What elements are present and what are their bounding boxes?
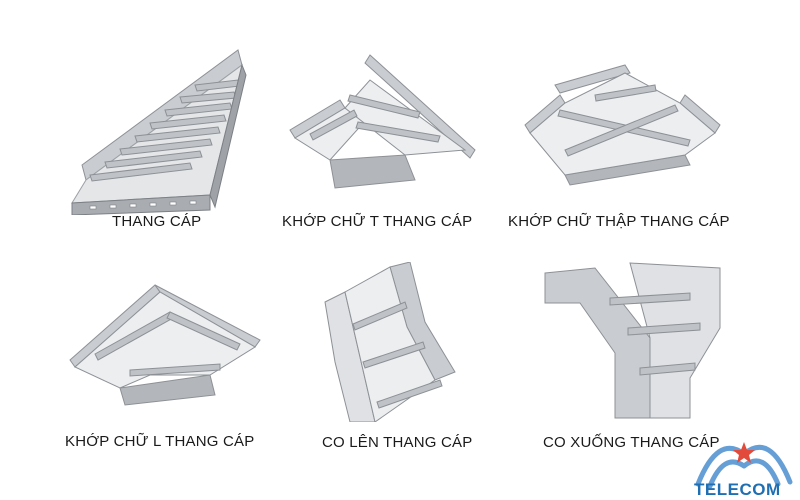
- product-label: KHỚP CHỮ THẬP THANG CÁP: [508, 213, 730, 230]
- cable-cross-image: [524, 64, 721, 186]
- product-riser-up: CO LÊN THANG CÁP: [315, 262, 485, 457]
- product-label: KHỚP CHỮ T THANG CÁP: [282, 213, 473, 230]
- product-ladder: THANG CÁP: [60, 45, 260, 230]
- product-riser-down: CO XUỐNG THANG CÁP: [540, 258, 740, 458]
- cable-riser-up-image: [324, 262, 456, 422]
- product-label: CO XUỐNG THANG CÁP: [543, 434, 720, 451]
- product-tee: KHỚP CHỮ T THANG CÁP: [280, 50, 490, 230]
- cable-riser-down-image: [544, 262, 721, 419]
- cable-elbow-image: [69, 284, 261, 406]
- product-label: CO LÊN THANG CÁP: [322, 434, 473, 451]
- product-cross: KHỚP CHỮ THẬP THANG CÁP: [505, 55, 745, 230]
- product-elbow: KHỚP CHỮ L THANG CÁP: [60, 280, 270, 455]
- hn-telecom-logo-icon: [695, 442, 793, 489]
- cable-ladder-image: [71, 49, 247, 215]
- brand-name: TELECOM: [694, 480, 781, 499]
- product-label: THANG CÁP: [112, 213, 202, 230]
- cable-tee-image: [289, 54, 476, 189]
- product-label: KHỚP CHỮ L THANG CÁP: [65, 433, 255, 450]
